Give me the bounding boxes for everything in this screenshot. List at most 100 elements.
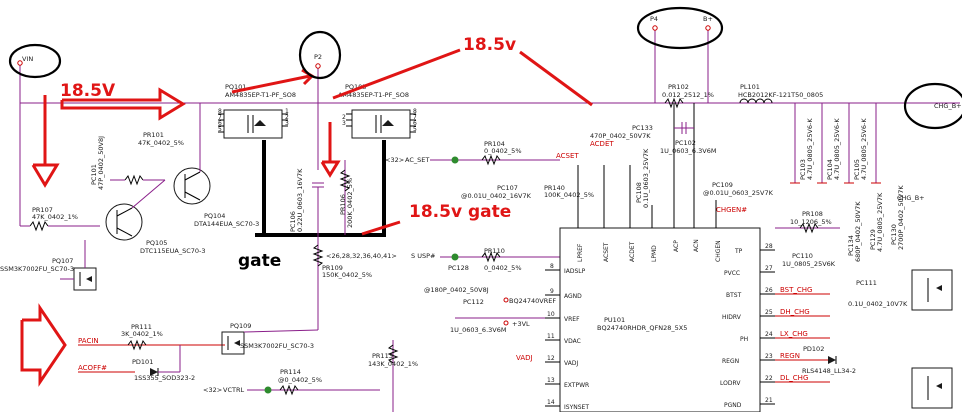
pc129-value: 4.7U_0805_25V7K [876, 192, 884, 252]
acdet-net-label: ACDET [590, 140, 614, 148]
pc110-value: 1U_0805_25V6K [782, 260, 836, 268]
bq-vref-label: BQ24740VREF [509, 297, 556, 305]
highlight-ellipses [8, 6, 962, 130]
ac-set-net [430, 154, 560, 166]
ic-pin-tp: TP [734, 248, 743, 255]
pr104-ref: PR104 [484, 140, 505, 148]
ic-pin-9-num: 9 [550, 288, 554, 295]
ic-pin-regn: REGN [722, 358, 739, 365]
ic-pin-btst: BTST [726, 292, 742, 299]
pr104-value: 0_0402_5% [484, 147, 522, 155]
pc106-ref: PC106 [289, 211, 297, 232]
ic-pin-11-num: 11 [547, 333, 555, 340]
pq105-value: DTC115EUA_SC70-3 [140, 247, 206, 255]
plus3vl-label: +3VL [512, 320, 530, 328]
pc130-ref: PC130 [890, 224, 898, 245]
pr107-resistor [19, 103, 100, 232]
pc108-ref: PC108 [635, 182, 643, 203]
pl101-ref: PL101 [740, 83, 760, 91]
pr113-ref: PR113 [372, 352, 393, 360]
pr109-ref: PR109 [322, 264, 343, 272]
pr110-ref: PR110 [484, 247, 505, 255]
pq101-pin-2: 2 [285, 114, 289, 121]
ac-set-ref: <32> [385, 156, 404, 164]
annotation-gate: gate [238, 251, 281, 271]
pq103-pin-6: 6 [413, 120, 417, 127]
pq103-pin-7: 7 [413, 114, 417, 121]
output-capacitors [790, 103, 881, 184]
pr111-value: 3K_0402_1% [121, 330, 163, 338]
pr102-sense-resistor [664, 97, 694, 134]
pr109-value: 150K_0402_5% [322, 271, 372, 279]
pc111-ref: PC111 [856, 279, 877, 287]
ic-pin-vref: VREF [564, 316, 580, 323]
ic-pin-14-num: 14 [547, 399, 555, 406]
ic-pin-vdac: VDAC [564, 338, 581, 345]
vref-net [455, 297, 560, 326]
pd101-value: 1SS355_SOD323-2 [134, 374, 195, 382]
ic-pin-acp: ACP [673, 240, 680, 252]
pq105-ref: PQ105 [146, 239, 167, 247]
transistor-pq105 [105, 179, 166, 241]
pc134-value: 680P_0402_50V7K [854, 201, 862, 262]
pc108-value: 0.1U_0603_25V7K [642, 148, 650, 208]
pq109-ref: PQ109 [230, 322, 251, 330]
pc104-value: 4.7U_0805_25V6-K [833, 118, 841, 180]
pr107-value: 47K_0402_1% [32, 213, 78, 221]
vctrl-ref: <32> [203, 386, 222, 394]
bplus-port-label: B+ [703, 15, 713, 23]
ic-pin-extpwr: EXTPWR [564, 382, 589, 389]
ic-pin-13-num: 13 [547, 377, 555, 384]
pq103-pin-8: 8 [413, 108, 417, 115]
pacin-net-label: PACIN [78, 337, 99, 345]
ic-pin-10-num: 10 [547, 311, 555, 318]
annotation-18v5-gate: 18.5v gate [409, 202, 511, 222]
ic-pin-acn: ACN [693, 239, 700, 252]
pr108-ref: PR108 [802, 210, 823, 218]
dl-chg-net: DL_CHG [780, 374, 808, 382]
ic-pin-pvcc: PVCC [724, 270, 740, 277]
pq103-pin-2: 2 [342, 114, 346, 121]
pq101-pin-5: 5 [218, 126, 222, 133]
pq104-ref: PQ104 [204, 212, 225, 220]
right-mosfets [911, 269, 953, 409]
vadj-net-label: VADJ [516, 354, 533, 362]
pc109-value: @0.01U_0603_25V7K [703, 189, 774, 197]
ic-pin-28-num: 28 [765, 243, 773, 250]
right-nets [775, 293, 837, 383]
pc101-ref: PC101 [90, 164, 98, 185]
ic-pin-lpmd: LPMD [651, 245, 658, 262]
pl101-inductor [739, 98, 773, 104]
pq103-ref: PQ103 [345, 83, 366, 91]
chgen-net-label: CHGEN# [716, 206, 747, 214]
chg-bplus-net-label: CHG_B+ [897, 194, 925, 202]
ic-pin-isynset: ISYNSET [564, 404, 589, 411]
pc111-value: 0.1U_0402_10V7K [848, 300, 908, 308]
pc133-ref: PC133 [632, 124, 653, 132]
vin-port-label: VIN [22, 55, 33, 63]
pc107-value: @0.01U_0402_16V7K [461, 192, 532, 200]
pc106-value: 0.22U_0603_16V7K [296, 168, 304, 232]
lx-chg-net: LX_CHG [780, 330, 808, 338]
vctrl-label: VCTRL [223, 386, 244, 394]
pu101-ref: PU101 [604, 316, 625, 324]
pq107-value: SSM3K7002FU_SC70-3 [0, 265, 74, 273]
ic-pin-22-num: 22 [765, 375, 773, 382]
acset-net-label: ACSET [556, 152, 579, 160]
pr114-value: @0_0402_5% [278, 376, 322, 384]
pr140-value: 100K_0402_5% [544, 191, 594, 199]
pc128-value: @180P_0402_50V8J [424, 286, 489, 294]
ic-pin-26-num: 26 [765, 287, 773, 294]
mosfet-pq101 [218, 109, 288, 139]
s-usp-ref: <26,28,32,36,40,41> [326, 252, 397, 260]
pc104-ref: PC104 [826, 159, 834, 180]
ic-pin-ph: PH [740, 336, 748, 343]
pr106-ref: PR106 [339, 194, 347, 215]
ic-pin-iadslp: IADSLP [564, 268, 586, 275]
pr140-ref: PR140 [544, 184, 565, 192]
pr108-value: 10_1206_5% [790, 218, 832, 226]
pq103-pin-3: 3 [342, 120, 346, 127]
pd101-ref: PD101 [132, 358, 153, 366]
pq101-pin-1: 1 [285, 108, 289, 115]
pr113-value: 143K_0402_1% [368, 360, 418, 368]
